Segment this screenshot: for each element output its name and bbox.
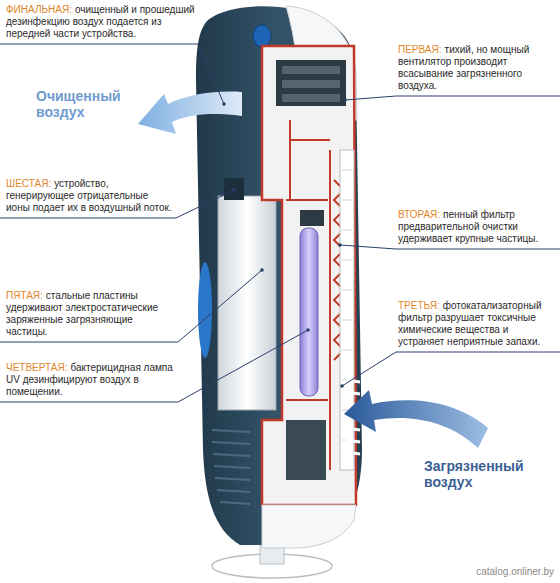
foam-filter: [340, 150, 354, 470]
leader-dot: [343, 98, 347, 102]
leader-line: [340, 245, 560, 249]
step-heading: ШЕСТАЯ:: [6, 178, 51, 189]
leader-line: [342, 352, 560, 386]
callout: ВТОРАЯ:пенный фильтр предварительной очи…: [398, 209, 552, 245]
fan: [276, 60, 346, 106]
grill: [212, 430, 250, 504]
leader-dot: [340, 384, 344, 388]
leader-line: [0, 330, 308, 402]
leader-dot: [306, 328, 310, 332]
clean-air-arrow: [138, 92, 242, 134]
uv-lamp: [300, 228, 318, 396]
callout: ЧЕТВЕРТАЯ:бактерицидная лампа UV дезинфи…: [6, 362, 176, 398]
watermark-text: catalog.onliner.by: [476, 566, 554, 577]
callout: ПЕРВАЯ:тихий, но мощный вентилятор произ…: [398, 44, 552, 92]
inner-walls: [286, 120, 344, 470]
ioniser: [224, 178, 244, 200]
steel-plates: [218, 196, 276, 410]
cutaway: [262, 46, 356, 505]
air-text: Загрязненный воздух: [424, 458, 524, 490]
air-label: Загрязненный воздух: [424, 458, 552, 490]
watermark: catalog.onliner.by: [476, 566, 554, 578]
filter-texture: [342, 170, 352, 440]
leader-line: [0, 270, 262, 342]
photocatalyst: [300, 210, 324, 226]
callout: ФИНАЛЬНАЯ:очищенный и прошедший дезинфек…: [6, 4, 196, 40]
leader-dot: [260, 268, 264, 272]
dirty-air-arrow: [344, 390, 488, 448]
indicator-window: [198, 262, 212, 358]
electronics: [286, 420, 326, 480]
leader-dot: [338, 243, 342, 247]
callout: ТРЕТЬЯ:фотокатализаторный фильтр разруша…: [398, 300, 552, 348]
step-heading: ФИНАЛЬНАЯ:: [6, 4, 72, 15]
step-heading: ПЯТАЯ:: [6, 290, 43, 301]
callout: ПЯТАЯ:стальные пластины удерживают элект…: [6, 290, 176, 338]
leader-line: [345, 96, 560, 100]
front-shell-bottom: [262, 505, 356, 548]
step-heading: ТРЕТЬЯ:: [398, 300, 440, 311]
leader-dot: [222, 102, 226, 106]
step-heading: ЧЕТВЕРТАЯ:: [6, 362, 67, 373]
air-label: Очищенный воздух: [36, 88, 136, 120]
air-text: Очищенный воздух: [36, 88, 121, 120]
callout: ШЕСТАЯ:устройство, генерирующее отрицате…: [6, 178, 174, 214]
button: [253, 25, 271, 47]
step-heading: ПЕРВАЯ:: [398, 44, 442, 55]
step-heading: ВТОРАЯ:: [398, 209, 440, 220]
leader-dot: [232, 188, 236, 192]
housing: [196, 6, 362, 545]
